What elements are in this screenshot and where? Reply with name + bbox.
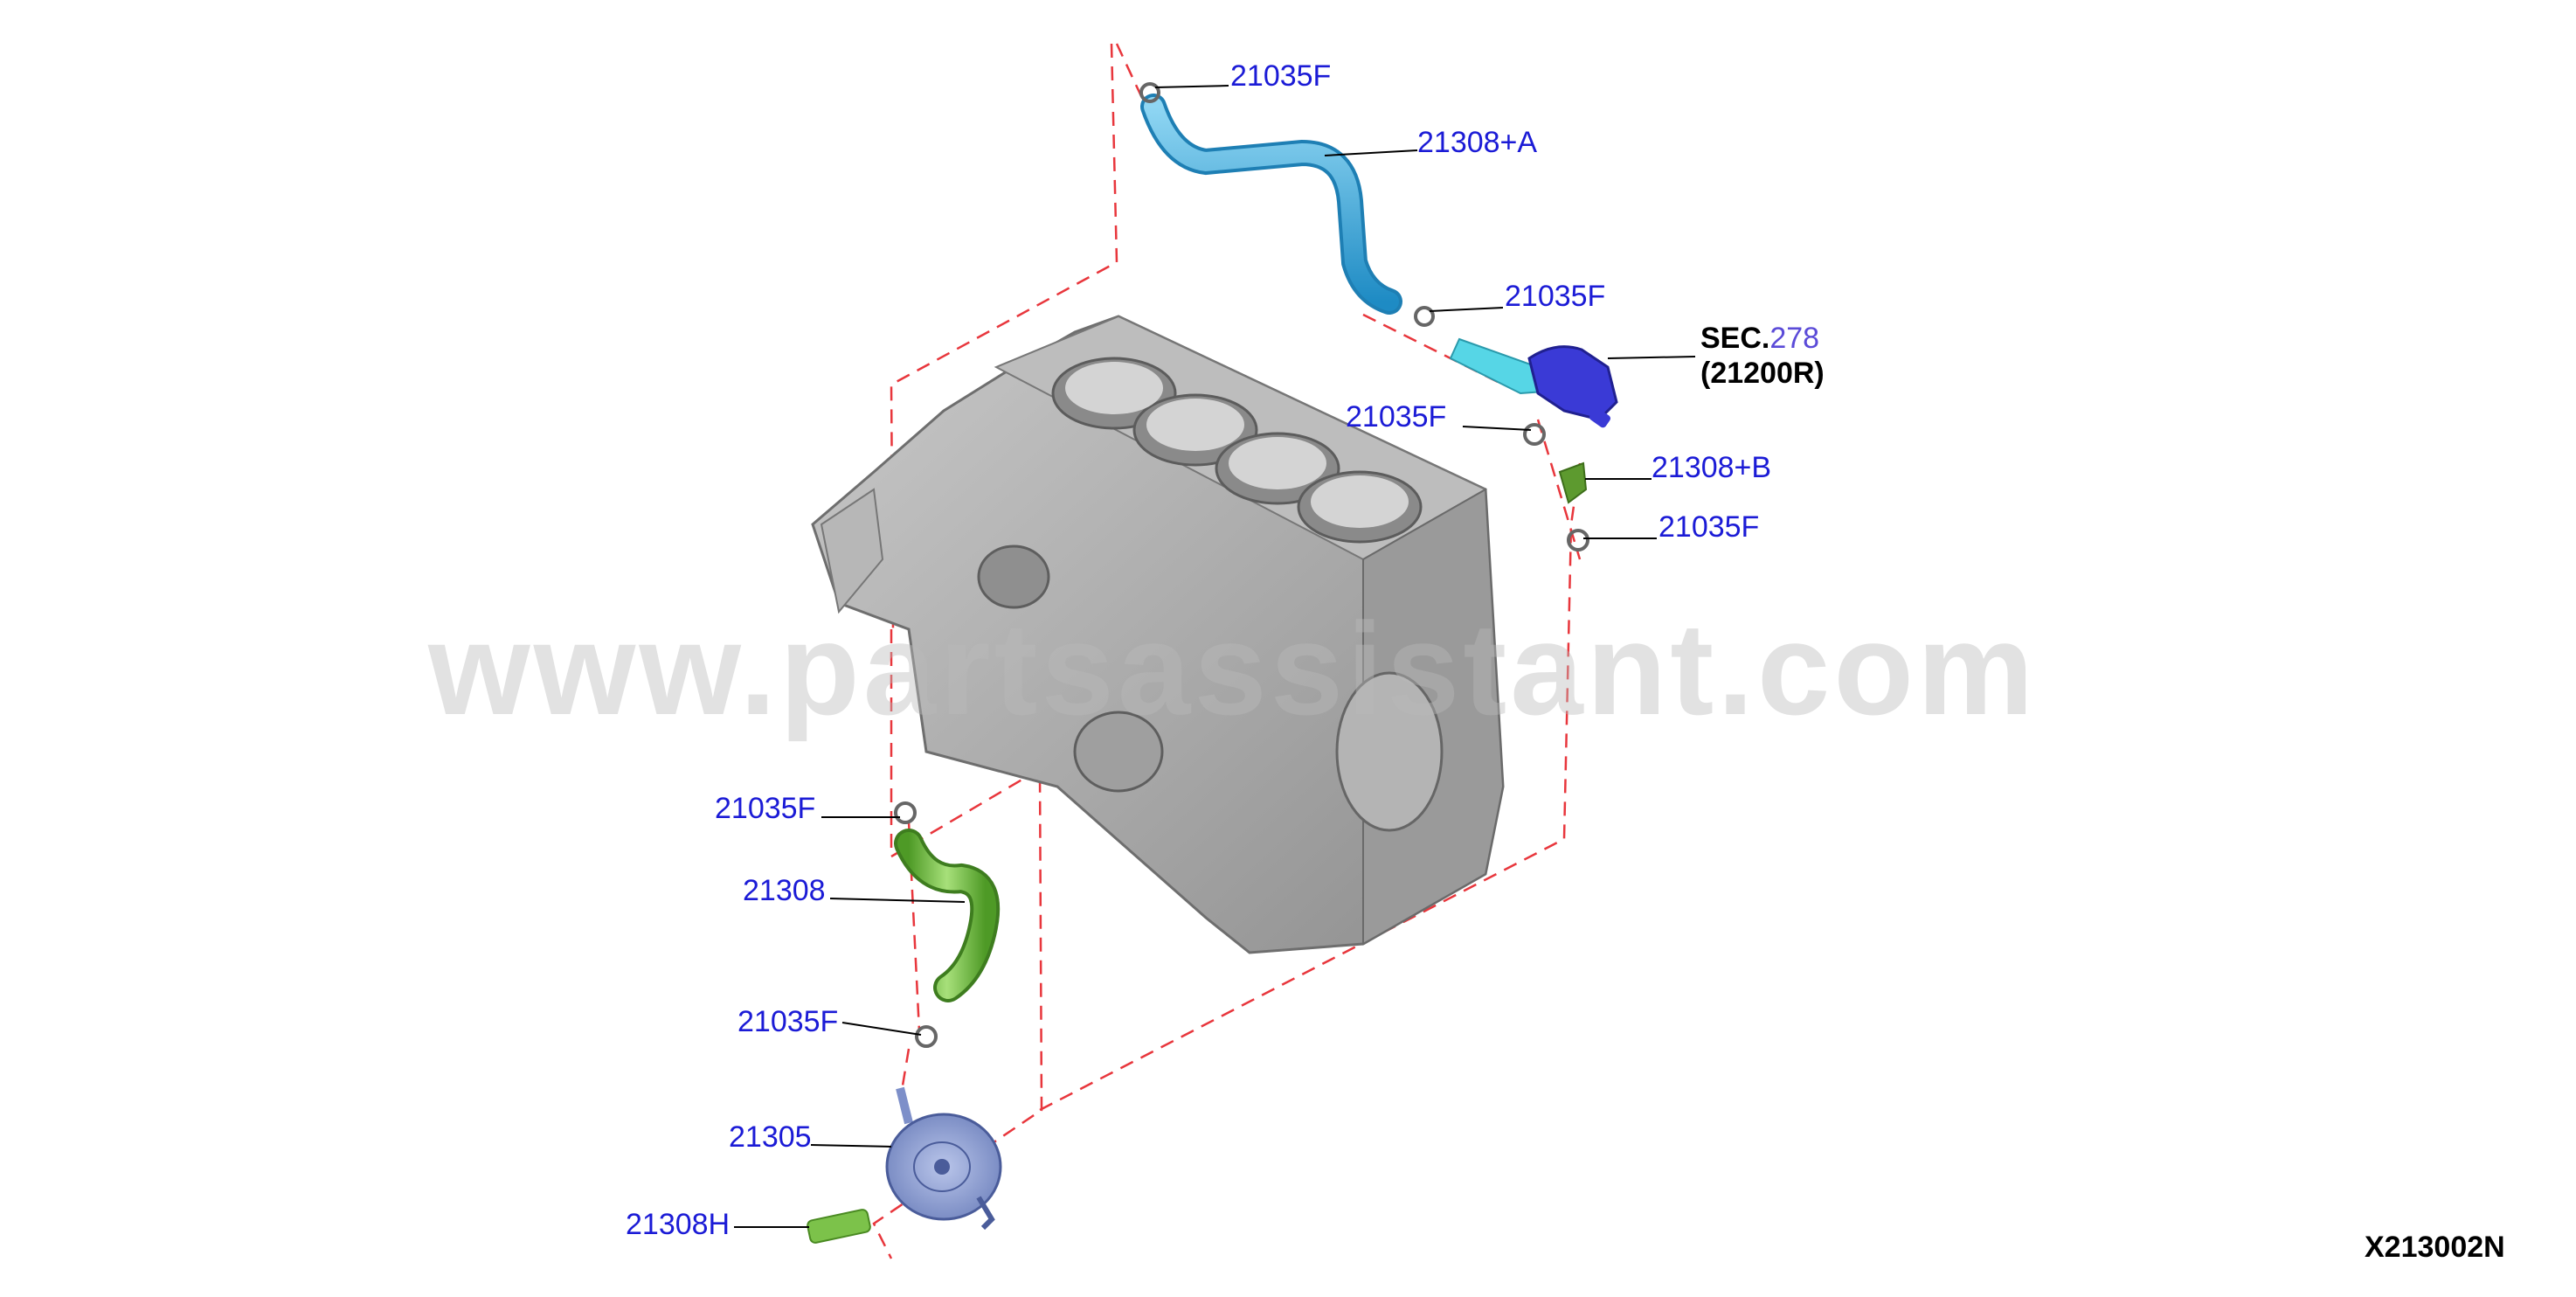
- water-pump-assembly[interactable]: [1449, 337, 1618, 429]
- engine-block: [811, 315, 1505, 954]
- section-part-number: (21200R): [1700, 357, 1825, 390]
- clamp-icon: [1567, 529, 1589, 551]
- oil-cooler[interactable]: [885, 1086, 1002, 1231]
- callout-connector[interactable]: 21308H: [626, 1208, 731, 1241]
- watermark: www.partsassistant.com: [428, 595, 2038, 742]
- clamp-icon: [915, 1025, 938, 1048]
- clamp-icon: [1139, 82, 1160, 103]
- callout-oil-cooler[interactable]: 21305: [729, 1120, 812, 1154]
- callout-clamp-lower-b[interactable]: 21035F: [737, 1005, 839, 1038]
- callout-clamp-top[interactable]: 21035F: [1230, 59, 1332, 93]
- callout-clamp-lower-a[interactable]: 21035F: [715, 792, 816, 825]
- hose-b[interactable]: [1558, 461, 1588, 504]
- callout-hose-upper[interactable]: 21308+A: [1417, 126, 1538, 159]
- hose-clamps: [894, 82, 1589, 1048]
- callout-clamp-upper-mid[interactable]: 21035F: [1505, 280, 1606, 313]
- upper-hose[interactable]: [1140, 94, 1402, 315]
- callout-hose-b[interactable]: 21308+B: [1652, 451, 1772, 484]
- leader-lines: [734, 85, 1696, 1228]
- callout-hose-lower[interactable]: 21308: [743, 874, 826, 907]
- clamp-icon: [1523, 423, 1546, 446]
- clamp-icon: [1414, 306, 1435, 327]
- callout-clamp-right-a[interactable]: 21035F: [1346, 400, 1447, 433]
- section-prefix: SEC.: [1700, 322, 1770, 355]
- connector-fitting[interactable]: [807, 1209, 871, 1244]
- section-number[interactable]: 278: [1769, 322, 1820, 355]
- diagram-code: X213002N: [2365, 1231, 2505, 1264]
- callout-clamp-right-b[interactable]: 21035F: [1658, 510, 1760, 544]
- clamp-icon: [894, 801, 917, 824]
- lower-hose[interactable]: [894, 829, 1001, 1002]
- section-reference[interactable]: SEC.278: [1700, 323, 1819, 353]
